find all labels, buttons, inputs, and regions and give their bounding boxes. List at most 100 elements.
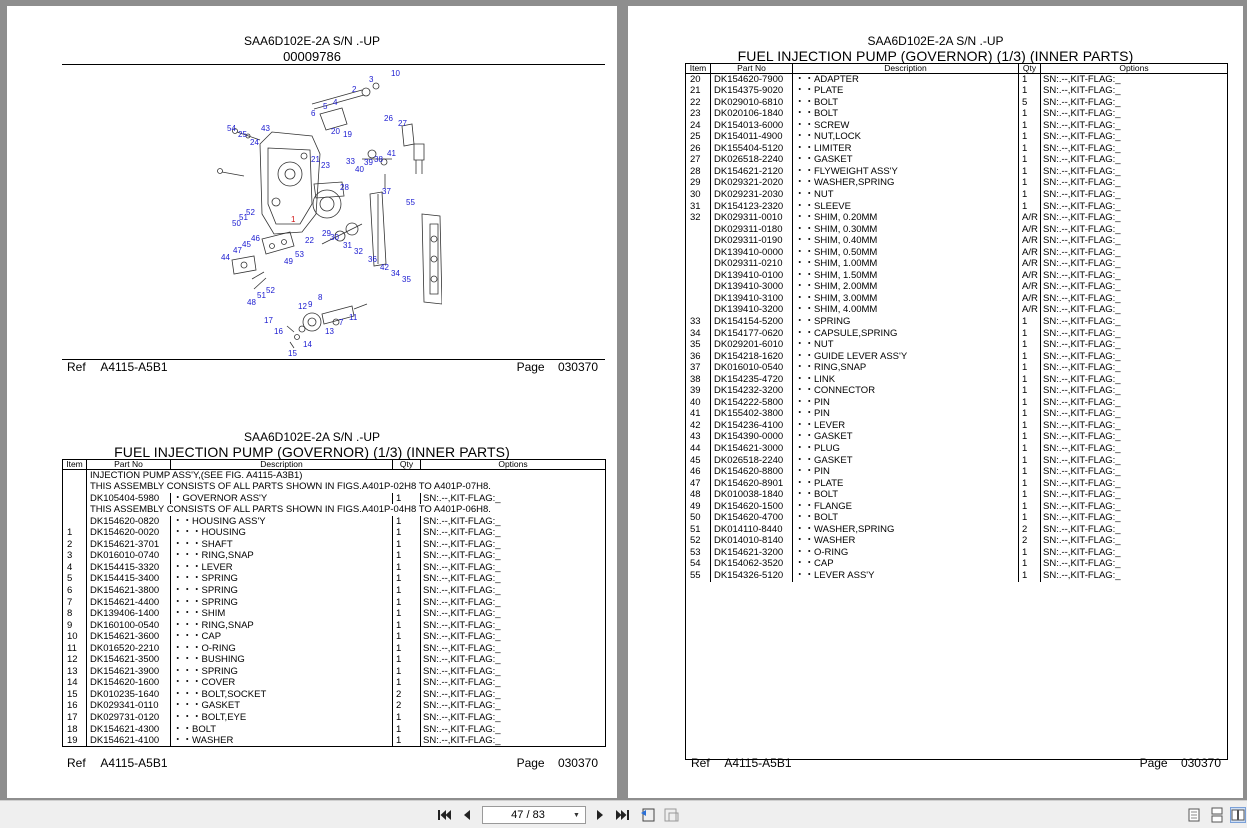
item-cell: 21 bbox=[685, 85, 711, 97]
options-cell: SN:.--,KIT-FLAG:_ bbox=[423, 700, 501, 712]
qty-cell: 1 bbox=[392, 515, 421, 528]
description-cell: ・・BOLT bbox=[792, 96, 1019, 109]
qty-cell: 1 bbox=[1018, 419, 1041, 432]
section-title-right: FUEL INJECTION PUMP (GOVERNOR) (1/3) (IN… bbox=[737, 48, 1134, 64]
go-back-view-icon[interactable] bbox=[640, 807, 656, 823]
last-page-button[interactable] bbox=[614, 807, 630, 823]
item-cell: 15 bbox=[62, 688, 87, 701]
page-number-select[interactable]: 47 / 83 ▼ bbox=[482, 806, 586, 824]
dropdown-arrow-icon: ▼ bbox=[573, 811, 580, 819]
previous-page-button[interactable] bbox=[459, 807, 475, 823]
part-number-cell: DK014110-8440 bbox=[710, 523, 793, 536]
document-viewer[interactable]: SAA6D102E-2A S/N .-UP 00009786 bbox=[0, 0, 1247, 800]
qty-cell: A/R bbox=[1018, 235, 1041, 247]
description-cell: ・・LEVER bbox=[792, 419, 1019, 432]
part-number-cell: DK154621-2120 bbox=[710, 165, 793, 178]
item-cell: 19 bbox=[62, 735, 87, 747]
svg-text:44: 44 bbox=[221, 253, 230, 262]
part-number-cell: DK154123-2320 bbox=[710, 200, 793, 213]
options-cell: SN:.--,KIT-FLAG:_ bbox=[1043, 546, 1121, 558]
part-number-cell: DK139410-3100 bbox=[710, 292, 793, 305]
qty-cell: 1 bbox=[1018, 570, 1041, 582]
qty-cell: 1 bbox=[1018, 85, 1041, 97]
two-page-view-icon[interactable] bbox=[1230, 807, 1246, 823]
svg-text:48: 48 bbox=[247, 298, 256, 307]
options-cell: SN:.--,KIT-FLAG:_ bbox=[1043, 258, 1121, 270]
description-cell: ・・CAP bbox=[792, 558, 1019, 571]
part-number-cell: DK154218-1620 bbox=[710, 350, 793, 363]
section-title: FUEL INJECTION PUMP (GOVERNOR) (1/3) (IN… bbox=[114, 444, 510, 460]
qty-cell: 1 bbox=[392, 573, 421, 585]
item-cell: 25 bbox=[685, 131, 711, 143]
description-cell: ・・FLYWEIGHT ASS'Y bbox=[792, 165, 1019, 178]
next-page-button[interactable] bbox=[592, 807, 608, 823]
svg-text:15: 15 bbox=[288, 349, 297, 358]
part-number-cell: DK154620-4700 bbox=[710, 512, 793, 524]
note-row: INJECTION PUMP ASS'Y,(SEE FIG. A4115-A3B… bbox=[62, 469, 606, 482]
item-cell: 26 bbox=[685, 142, 711, 155]
item-cell: 37 bbox=[685, 362, 711, 374]
single-page-view-icon[interactable] bbox=[1186, 807, 1202, 823]
description-cell: ・・GASKET bbox=[792, 154, 1019, 166]
item-cell: 7 bbox=[62, 596, 87, 609]
item-cell: 5 bbox=[62, 573, 87, 585]
description-cell: ・・SHIM, 0.40MM bbox=[792, 235, 1019, 247]
qty-cell: 1 bbox=[1018, 512, 1041, 524]
ref-footer-right: Ref A4115-A5B1 bbox=[691, 756, 792, 770]
qty-cell: 1 bbox=[392, 735, 421, 747]
note-row: THIS ASSEMBLY CONSISTS OF ALL PARTS SHOW… bbox=[62, 504, 606, 516]
svg-text:30: 30 bbox=[330, 233, 339, 242]
continuous-view-icon[interactable] bbox=[1209, 807, 1225, 823]
part-number-cell: DK155404-5120 bbox=[710, 142, 793, 155]
part-number-cell: DK010235-1640 bbox=[86, 688, 171, 701]
options-cell: SN:.--,KIT-FLAG:_ bbox=[1043, 408, 1121, 420]
svg-text:35: 35 bbox=[402, 275, 411, 284]
svg-text:55: 55 bbox=[406, 198, 415, 207]
svg-text:38: 38 bbox=[374, 155, 383, 164]
qty-cell: 1 bbox=[1018, 177, 1041, 189]
description-cell: ・・BOLT bbox=[170, 723, 393, 736]
item-cell: 3 bbox=[62, 550, 87, 562]
svg-text:1: 1 bbox=[291, 215, 296, 224]
svg-text:20: 20 bbox=[331, 127, 340, 136]
qty-cell: 1 bbox=[392, 677, 421, 689]
svg-text:41: 41 bbox=[387, 149, 396, 158]
description-cell: ・・・SHIM bbox=[170, 608, 393, 620]
svg-text:52: 52 bbox=[266, 286, 275, 295]
table-empty-space bbox=[686, 582, 1228, 760]
description-cell: ・・SHIM, 1.50MM bbox=[792, 269, 1019, 282]
qty-cell: 1 bbox=[1018, 489, 1041, 501]
description-cell: ・・SHIM, 2.00MM bbox=[792, 281, 1019, 293]
item-cell bbox=[685, 223, 711, 236]
svg-text:17: 17 bbox=[264, 316, 273, 325]
qty-cell: 1 bbox=[1018, 431, 1041, 443]
qty-cell: 1 bbox=[1018, 154, 1041, 166]
svg-text:43: 43 bbox=[261, 124, 270, 133]
description-cell: ・・SHIM, 1.00MM bbox=[792, 258, 1019, 270]
part-number-cell: DK154620-8901 bbox=[710, 477, 793, 490]
options-cell: SN:.--,KIT-FLAG:_ bbox=[423, 677, 501, 689]
svg-text:25: 25 bbox=[238, 130, 247, 139]
model-heading-right: SAA6D102E-2A S/N .-UP bbox=[867, 34, 1004, 48]
page-value: 030370 bbox=[557, 360, 598, 374]
col-header-qty: Qty bbox=[1018, 63, 1041, 74]
first-page-button[interactable] bbox=[437, 807, 453, 823]
description-cell: ・・LINK bbox=[792, 373, 1019, 386]
item-cell: 8 bbox=[62, 608, 87, 620]
item-cell: 20 bbox=[685, 73, 711, 86]
item-cell: 9 bbox=[62, 619, 87, 632]
go-forward-view-icon[interactable] bbox=[664, 807, 680, 823]
part-number-cell: DK154621-3900 bbox=[86, 665, 171, 678]
options-cell: SN:.--,KIT-FLAG:_ bbox=[1043, 142, 1121, 154]
part-number-cell: DK026518-2240 bbox=[710, 454, 793, 467]
svg-text:32: 32 bbox=[354, 247, 363, 256]
qty-cell: 1 bbox=[1018, 500, 1041, 513]
first-page-icon bbox=[438, 810, 451, 820]
